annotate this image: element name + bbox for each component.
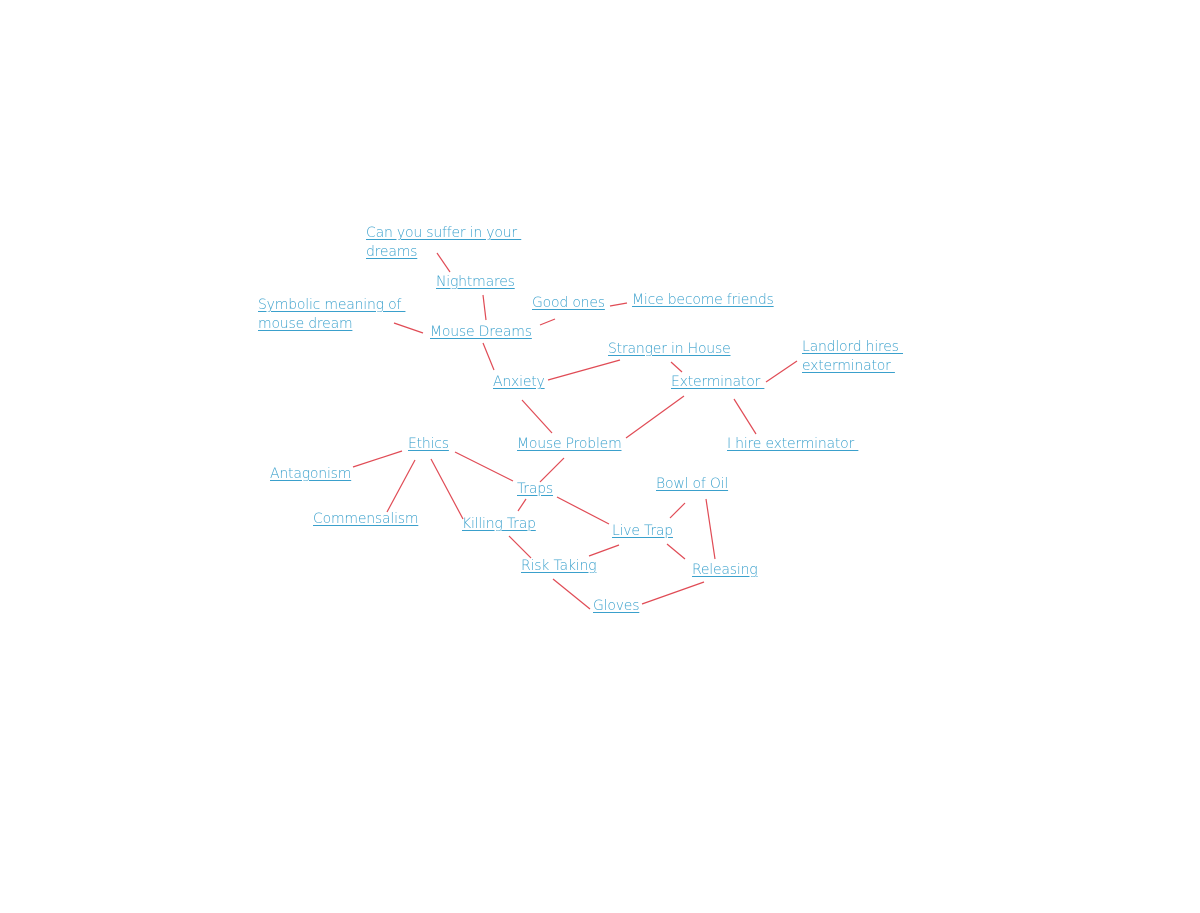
node-killing-trap[interactable]: Killing Trap bbox=[462, 516, 536, 532]
node-can-you-suffer-in-your-dreams[interactable]: Can you suffer in your dreams bbox=[366, 225, 517, 260]
edge-livetrap-risktaking bbox=[588, 544, 620, 557]
node-symbolic-meaning-of-mouse-dream[interactable]: Symbolic meaning of mouse dream bbox=[258, 297, 402, 332]
edge-bowl-livetrap bbox=[669, 502, 686, 519]
edge-exterminator-mouseproblem bbox=[625, 395, 685, 439]
edge-anxiety-mouseproblem bbox=[521, 399, 553, 434]
edge-nightmares-mousedreams bbox=[482, 294, 487, 321]
edge-livetrap-releasing bbox=[666, 543, 686, 560]
node-exterminator[interactable]: Exterminator bbox=[671, 374, 765, 390]
node-nightmares[interactable]: Nightmares bbox=[436, 274, 515, 290]
edge-traps-livetrap bbox=[556, 496, 610, 525]
node-stranger-in-house[interactable]: Stranger in House bbox=[608, 341, 731, 357]
edge-gloves-releasing bbox=[641, 581, 705, 605]
edge-anxiety-stranger bbox=[547, 359, 621, 381]
node-risk-taking[interactable]: Risk Taking bbox=[521, 558, 597, 574]
edge-ethics-antagonism bbox=[352, 450, 403, 468]
node-releasing[interactable]: Releasing bbox=[692, 562, 758, 578]
node-anxiety[interactable]: Anxiety bbox=[493, 374, 545, 390]
edge-mouseproblem-traps bbox=[539, 457, 565, 483]
node-antagonism[interactable]: Antagonism bbox=[270, 466, 352, 482]
edge-exterminator-ihire bbox=[733, 398, 757, 435]
node-traps[interactable]: Traps bbox=[517, 481, 554, 497]
edge-mousedreams-anxiety bbox=[482, 342, 495, 371]
node-i-hire-exterminator[interactable]: I hire exterminator bbox=[727, 436, 859, 452]
edge-suffer-nightmares bbox=[436, 252, 451, 273]
edge-risktaking-gloves bbox=[552, 578, 591, 610]
node-ethics[interactable]: Ethics bbox=[408, 436, 449, 452]
node-mice-become-friends[interactable]: Mice become friends bbox=[632, 292, 774, 308]
edge-goodones-micefriends bbox=[609, 302, 628, 307]
edge-ethics-commensalism bbox=[386, 459, 416, 513]
node-bowl-of-oil[interactable]: Bowl of Oil bbox=[656, 476, 729, 492]
node-mouse-problem[interactable]: Mouse Problem bbox=[517, 436, 622, 452]
edge-ethics-killingtrap bbox=[430, 458, 464, 520]
node-gloves[interactable]: Gloves bbox=[593, 598, 640, 614]
node-commensalism[interactable]: Commensalism bbox=[313, 511, 419, 527]
edge-ethics-traps bbox=[454, 451, 514, 482]
edge-mousedreams-goodones bbox=[539, 318, 556, 326]
edge-killingtrap-risktaking bbox=[508, 535, 532, 559]
edge-landlord-exterminator bbox=[765, 360, 798, 383]
node-good-ones[interactable]: Good ones bbox=[532, 295, 605, 311]
node-landlord-hires-exterminator[interactable]: Landlord hires exterminator bbox=[802, 339, 899, 374]
node-mouse-dreams[interactable]: Mouse Dreams bbox=[430, 324, 532, 340]
edge-stranger-exterminator bbox=[670, 361, 683, 373]
node-live-trap[interactable]: Live Trap bbox=[612, 523, 673, 539]
edge-symbolic-mousedreams bbox=[393, 322, 424, 334]
edge-traps-killingtrap bbox=[517, 498, 527, 512]
edge-bowl-releasing bbox=[705, 498, 716, 560]
